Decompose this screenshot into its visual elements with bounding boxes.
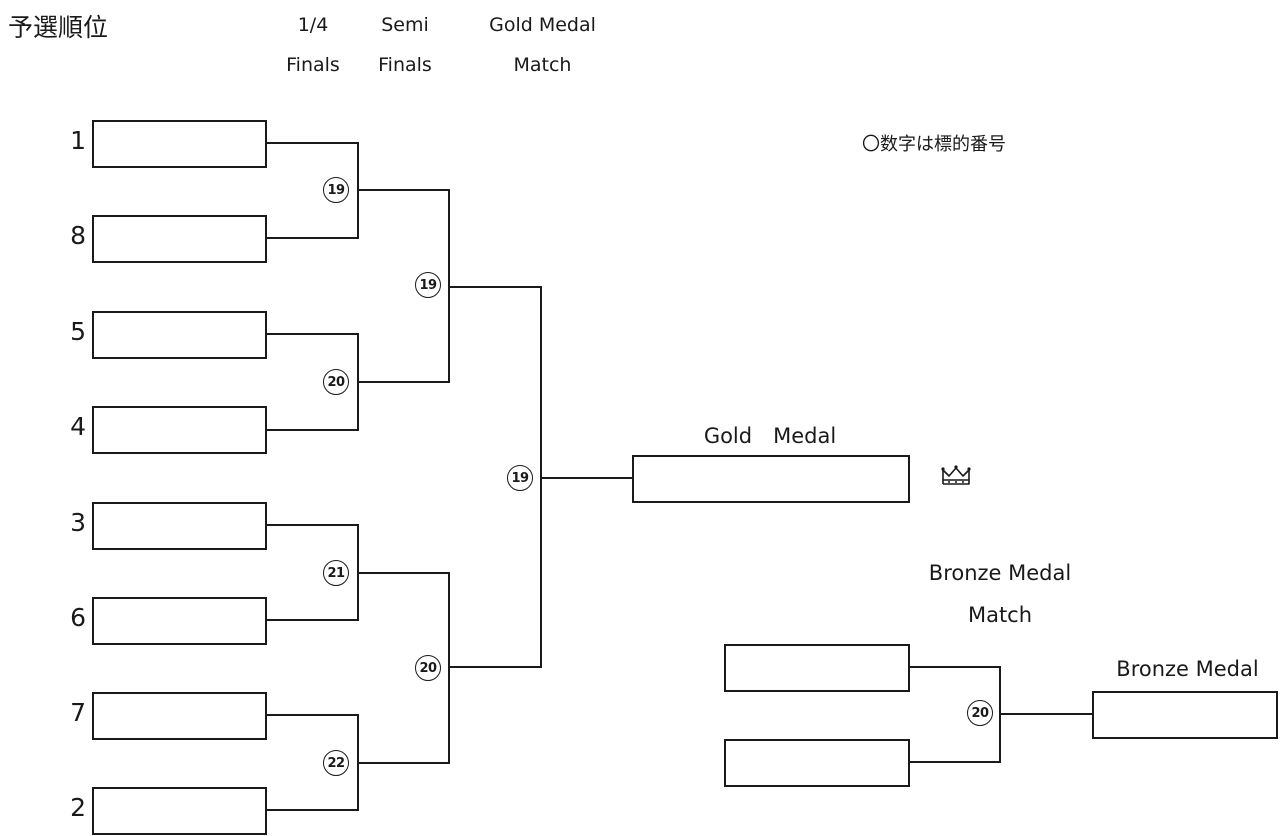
seed-label: 8 <box>70 221 86 250</box>
round-header-semifinals: Semi Finals <box>360 5 450 85</box>
crown-icon <box>941 465 971 485</box>
entry-box-seed-8[interactable] <box>92 215 267 263</box>
seed-label: 2 <box>70 793 86 822</box>
target-number-circle: 20 <box>323 369 349 395</box>
round-header-line1: 1/4 <box>297 14 329 36</box>
bronze-medal-box[interactable] <box>1092 691 1278 739</box>
entry-box-seed-3[interactable] <box>92 502 267 550</box>
round-header-quarterfinals: 1/4 Finals <box>268 5 358 85</box>
round-header-line2: Match <box>513 54 572 76</box>
seed-label: 4 <box>70 412 86 441</box>
entry-box-seed-4[interactable] <box>92 406 267 454</box>
bronze-match-line1: Bronze Medal <box>928 561 1072 585</box>
round-header-line2: Finals <box>286 54 340 76</box>
target-number-circle: 22 <box>323 750 349 776</box>
round-header-line1: Semi <box>381 14 429 36</box>
bronze-entry-box-2[interactable] <box>724 739 910 787</box>
entry-box-seed-5[interactable] <box>92 311 267 359</box>
bronze-medal-label: Bronze Medal <box>1116 657 1259 681</box>
seed-label: 5 <box>70 317 86 346</box>
round-header-line1: Gold Medal <box>489 14 596 36</box>
target-number-circle: 19 <box>323 177 349 203</box>
bronze-entry-box-1[interactable] <box>724 644 910 692</box>
entry-box-seed-6[interactable] <box>92 597 267 645</box>
target-number-circle: 19 <box>507 465 533 491</box>
bronze-match-header: Bronze Medal Match <box>900 552 1100 636</box>
entry-box-seed-2[interactable] <box>92 787 267 835</box>
gold-medal-box[interactable] <box>632 455 910 503</box>
seed-label: 1 <box>70 126 86 155</box>
seed-label: 7 <box>70 698 86 727</box>
entry-box-seed-7[interactable] <box>92 692 267 740</box>
bronze-match-line2: Match <box>967 603 1033 627</box>
target-number-circle: 20 <box>967 700 993 726</box>
seed-label: 6 <box>70 603 86 632</box>
seed-label: 3 <box>70 508 86 537</box>
round-header-line2: Finals <box>378 54 432 76</box>
gold-medal-label: Gold Medal <box>703 424 837 448</box>
target-number-circle: 19 <box>415 272 441 298</box>
round-header-gold-match: Gold Medal Match <box>470 5 615 85</box>
entry-box-seed-1[interactable] <box>92 120 267 168</box>
target-number-note: 〇数字は標的番号 <box>862 134 1006 155</box>
ranking-header: 予選順位 <box>8 13 109 42</box>
target-number-circle: 21 <box>323 560 349 586</box>
target-number-circle: 20 <box>415 655 441 681</box>
